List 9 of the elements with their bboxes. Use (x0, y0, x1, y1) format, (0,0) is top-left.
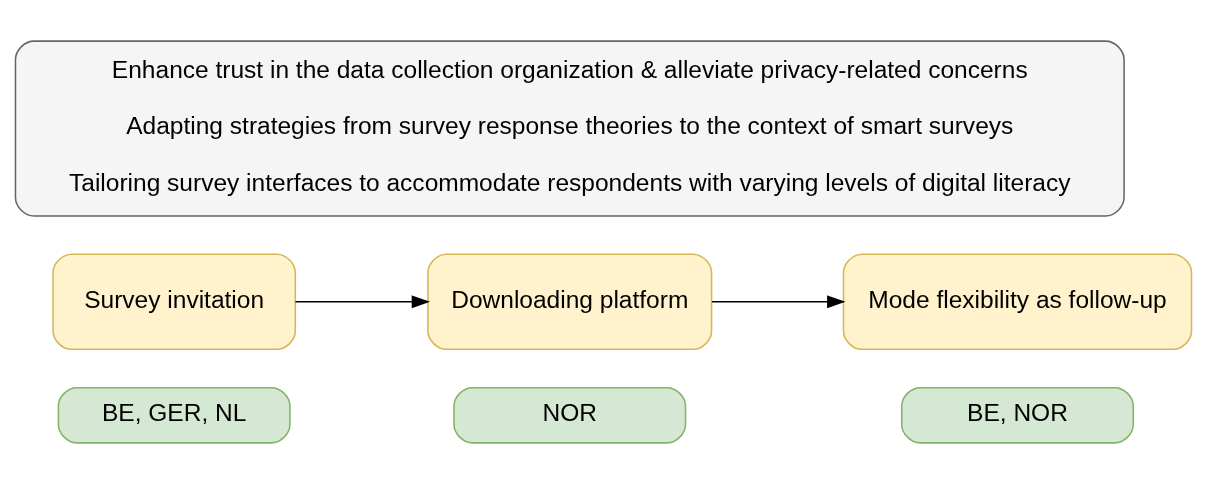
node-box: NOR (453, 386, 687, 444)
arrow (294, 295, 431, 309)
node-box: BE, GER, NL (57, 386, 291, 444)
node-box: BE, NOR (900, 386, 1135, 444)
node-box: Downloading platform (427, 253, 713, 351)
arrow (711, 295, 846, 309)
node-box: Enhance trust in the data collection organization & alleviate privacy-related concerns Adapting strategies from survey response theories to the context of smart surveys Tailoring survey interfaces to accommodate respondents with varying levels of digital literacy (14, 40, 1125, 217)
node-box: Survey invitation (52, 253, 297, 351)
node-box: Mode flexibility as follow-up (842, 253, 1193, 351)
